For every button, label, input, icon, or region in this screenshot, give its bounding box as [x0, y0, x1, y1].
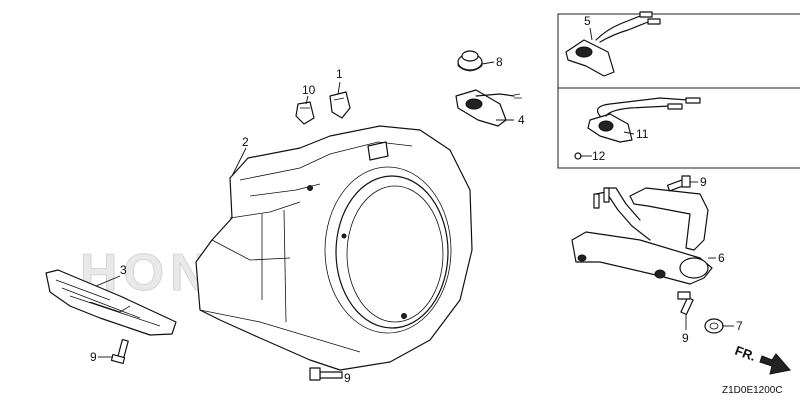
front-arrow-icon — [759, 353, 791, 375]
callout-9-right-bottom: 9 — [682, 331, 689, 345]
callout-9-right-top: 9 — [700, 175, 707, 189]
callout-3: 3 — [120, 263, 127, 277]
grommet-part — [457, 50, 483, 72]
oil-switch-part — [455, 89, 522, 127]
callout-4: 4 — [518, 113, 525, 127]
front-label: FR. — [733, 343, 758, 364]
callout-7: 7 — [736, 319, 743, 333]
inset-frames — [557, 13, 800, 169]
bracket-part — [571, 187, 713, 285]
diagram-code: Z1D0E1200C — [722, 385, 783, 396]
callout-9-bottom: 9 — [344, 371, 351, 385]
callout-11: 11 — [636, 127, 649, 141]
inset-switch-top — [565, 11, 661, 77]
fan-cover-part — [195, 125, 473, 371]
callout-1: 1 — [336, 67, 343, 81]
callout-8: 8 — [496, 55, 503, 69]
callout-10: 10 — [302, 83, 316, 97]
callout-5: 5 — [584, 14, 591, 28]
front-direction-indicator: FR. — [733, 343, 791, 375]
under-cover-part — [45, 269, 177, 336]
callout-2: 2 — [242, 135, 249, 149]
callout-9-left: 9 — [90, 350, 97, 364]
inset-switch-bottom — [574, 97, 701, 160]
callout-6: 6 — [718, 251, 725, 265]
clamp-part — [704, 318, 724, 334]
callout-12: 12 — [592, 149, 606, 163]
clip-parts — [295, 91, 351, 125]
leader-lines — [95, 27, 734, 379]
bolts — [110, 175, 694, 381]
